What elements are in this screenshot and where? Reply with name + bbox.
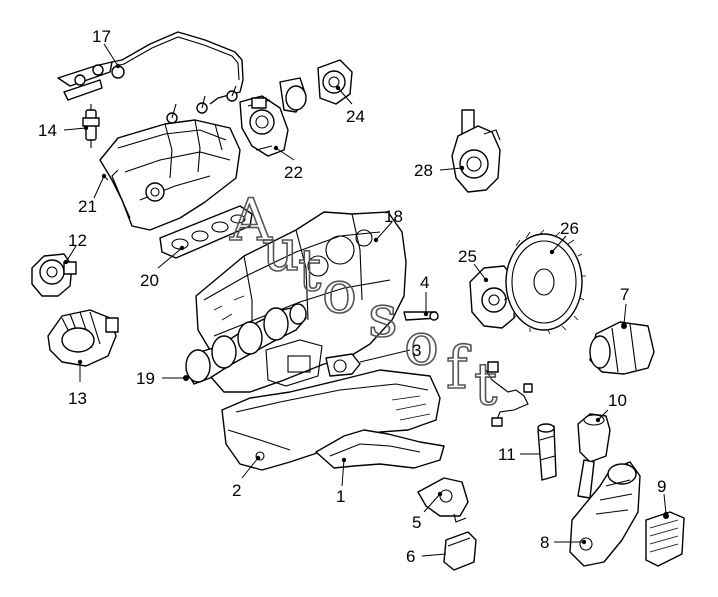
part-8-filter-housing[interactable] <box>569 461 641 567</box>
watermark-f: f <box>446 334 471 402</box>
part-21-intake-manifold[interactable] <box>99 119 241 231</box>
part-28-pump[interactable] <box>451 109 501 193</box>
part-1-baffle[interactable] <box>315 429 445 469</box>
watermark-o2: o <box>404 310 439 378</box>
part-5-sensor[interactable] <box>417 477 469 523</box>
callout-20: 20 <box>140 271 159 290</box>
part-22-throttle-body[interactable] <box>239 95 289 157</box>
part-6-bracket[interactable] <box>443 531 477 571</box>
callout-22: 22 <box>284 163 303 182</box>
callout-24: 24 <box>346 107 365 126</box>
part-19-crankshaft[interactable] <box>183 303 307 385</box>
part-14-injector[interactable] <box>82 104 100 148</box>
watermark-t: t <box>298 236 321 304</box>
part-9-cooler[interactable] <box>645 511 685 567</box>
part-26-flywheel[interactable] <box>503 229 586 335</box>
part-12-air-pump[interactable] <box>31 253 77 297</box>
callout-1: 1 <box>336 487 345 506</box>
watermark: A u t o s o f t <box>228 185 498 419</box>
callout-25: 25 <box>458 247 477 266</box>
callout-17: 17 <box>92 27 111 46</box>
part-10-oil-filter[interactable] <box>577 413 611 499</box>
callout-6: 6 <box>406 547 415 566</box>
callout-7: 7 <box>620 285 629 304</box>
watermark-u: u <box>262 216 299 284</box>
part-13-pump-assembly[interactable] <box>47 309 119 367</box>
callout-2: 2 <box>232 481 241 500</box>
callout-21: 21 <box>78 197 97 216</box>
callout-10: 10 <box>608 391 627 410</box>
part-4-tube[interactable] <box>403 311 439 321</box>
callout-28: 28 <box>414 161 433 180</box>
callout-12: 12 <box>68 231 87 250</box>
part-7-starter[interactable] <box>589 321 655 375</box>
watermark-o: o <box>322 258 357 326</box>
part-3-sensor[interactable] <box>325 349 411 377</box>
callout-13: 13 <box>68 389 87 408</box>
callout-14: 14 <box>38 121 57 140</box>
callout-9: 9 <box>657 477 666 496</box>
part-20-gasket[interactable] <box>159 205 253 259</box>
callout-19: 19 <box>136 369 155 388</box>
part-2-oil-pan[interactable] <box>221 369 441 471</box>
watermark-s: s <box>368 282 398 350</box>
watermark-a: A <box>229 186 273 254</box>
part-11-cartridge[interactable] <box>537 423 557 481</box>
callout-18: 18 <box>384 207 403 226</box>
callouts: 17 14 21 20 12 13 19 22 24 28 18 25 <box>38 27 669 566</box>
callout-4: 4 <box>420 273 429 292</box>
part-24-air-valve[interactable] <box>279 59 353 113</box>
callout-26: 26 <box>560 219 579 238</box>
callout-3: 3 <box>412 341 421 360</box>
callout-11: 11 <box>498 445 516 464</box>
watermark-t2: t <box>474 350 497 418</box>
knock-sensor-wire <box>485 361 533 427</box>
callout-5: 5 <box>412 513 421 532</box>
part-17-fuel-rail[interactable] <box>57 31 244 124</box>
callout-8: 8 <box>540 533 549 552</box>
